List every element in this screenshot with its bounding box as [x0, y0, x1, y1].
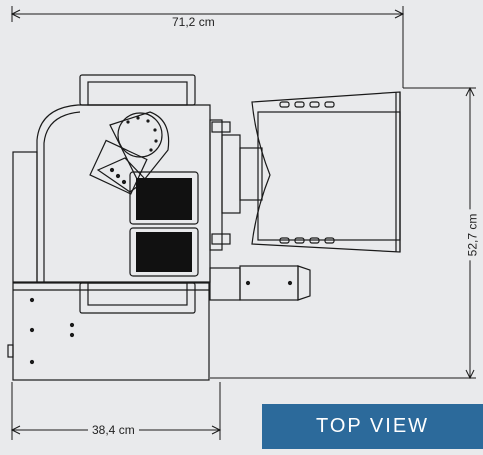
width-arrow-right — [394, 9, 405, 19]
top-handle — [79, 74, 196, 106]
center-coupling — [209, 119, 263, 251]
base-plate — [7, 282, 210, 381]
overall-depth-label: 52,7 cm — [465, 209, 480, 261]
base-arrow-left — [10, 425, 21, 435]
base-width-label: 38,4 cm — [88, 423, 139, 437]
view-label-badge: TOP VIEW — [262, 404, 483, 449]
width-arrow-left — [10, 9, 21, 19]
base-arrow-right — [211, 425, 222, 435]
dimension-lines — [10, 6, 476, 440]
overall-width-label: 71,2 cm — [168, 15, 219, 29]
front-frame — [251, 91, 401, 253]
vent-grilles — [129, 171, 199, 277]
depth-arrow-top — [465, 86, 475, 97]
depth-arrow-bottom — [465, 369, 475, 380]
bottom-handle — [79, 282, 196, 314]
side-box — [209, 265, 311, 301]
